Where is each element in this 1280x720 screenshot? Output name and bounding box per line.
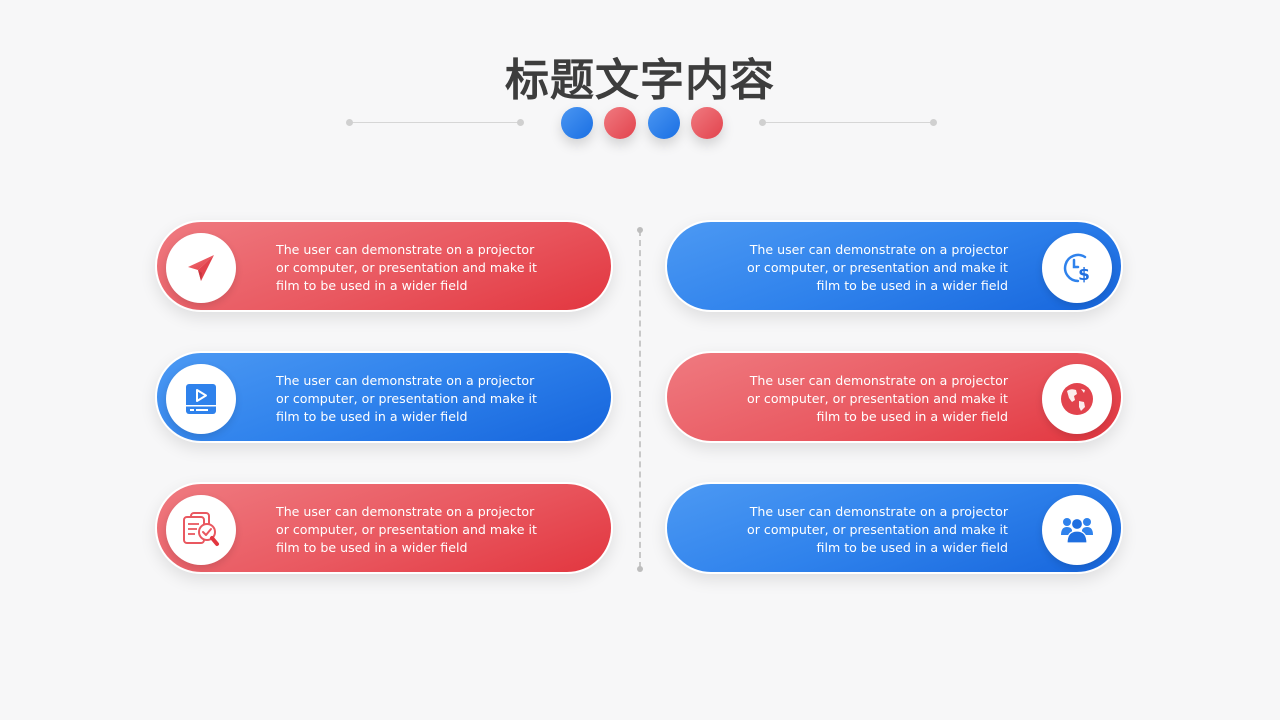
time-money-icon: $	[1063, 253, 1090, 285]
icon-badge	[1042, 364, 1112, 434]
item-card-5: The user can demonstrate on a projector …	[665, 351, 1123, 443]
svg-text:$: $	[1078, 265, 1090, 285]
title-dot-red-2	[691, 107, 723, 139]
divider-top-dot	[637, 227, 643, 233]
divider-bottom-dot	[637, 566, 643, 572]
item-card-3: The user can demonstrate on a projector …	[155, 482, 613, 574]
title-dot-blue-1	[561, 107, 593, 139]
paper-plane-icon	[188, 255, 214, 281]
item-card-4: $ The user can demonstrate on a projecto…	[665, 220, 1123, 312]
video-player-icon	[186, 384, 216, 414]
icon-badge	[166, 233, 236, 303]
document-search-check-icon	[183, 512, 219, 546]
icon-badge	[166, 364, 236, 434]
title-dot-blue-2	[648, 107, 680, 139]
item-description: The user can demonstrate on a projector …	[747, 373, 1008, 424]
title-decoration-line-left	[346, 119, 524, 126]
title-dot-red-1	[604, 107, 636, 139]
team-group-icon	[1061, 517, 1093, 544]
item-description: The user can demonstrate on a projector …	[276, 504, 537, 555]
item-description: The user can demonstrate on a projector …	[747, 242, 1008, 293]
icon-badge	[166, 495, 236, 565]
item-card-6: The user can demonstrate on a projector …	[665, 482, 1123, 574]
item-description: The user can demonstrate on a projector …	[747, 504, 1008, 555]
title-decoration-line-right	[759, 119, 937, 126]
icon-badge	[1042, 495, 1112, 565]
item-description: The user can demonstrate on a projector …	[276, 242, 537, 293]
item-card-2: The user can demonstrate on a projector …	[155, 351, 613, 443]
icon-badge: $	[1042, 233, 1112, 303]
item-description: The user can demonstrate on a projector …	[276, 373, 537, 424]
item-card-1: The user can demonstrate on a projector …	[155, 220, 613, 312]
center-dashed-divider	[639, 230, 641, 568]
page-title: 标题文字内容	[505, 55, 775, 106]
globe-icon	[1061, 383, 1093, 415]
